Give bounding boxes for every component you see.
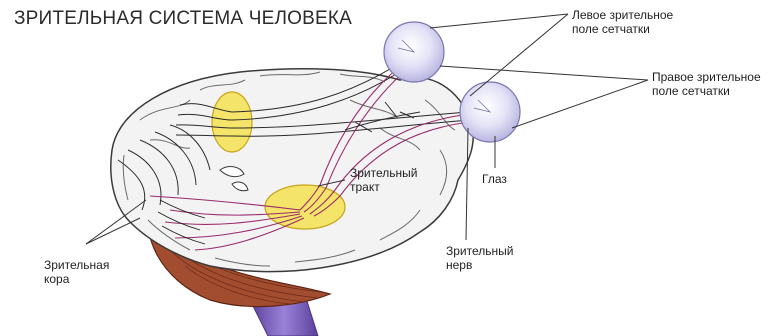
label-eye: Глаз bbox=[482, 172, 507, 186]
label-visual-cortex: Зрительная кора bbox=[44, 258, 109, 286]
label-left-retina: Левое зрительное поле сетчатки bbox=[572, 8, 673, 36]
label-optic-tract: Зрительный тракт bbox=[350, 166, 417, 194]
geniculate-nucleus-upper bbox=[212, 92, 252, 152]
label-right-retina: Правое зрительное поле сетчатки bbox=[652, 70, 761, 98]
brain-section bbox=[111, 69, 473, 272]
label-optic-nerve: Зрительный нерв bbox=[446, 244, 513, 272]
